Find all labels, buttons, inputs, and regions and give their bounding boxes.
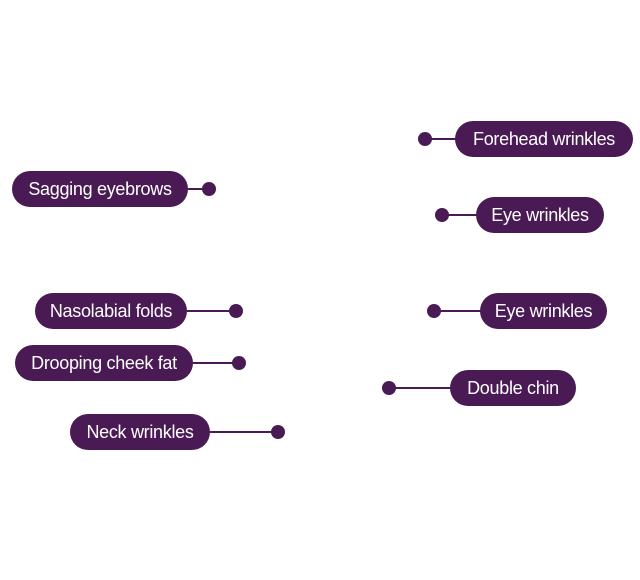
label-nasolabial-folds: Nasolabial folds bbox=[35, 293, 187, 329]
connector-line bbox=[389, 387, 453, 389]
label-double-chin: Double chin bbox=[450, 370, 576, 406]
callout-nasolabial-folds: Nasolabial folds bbox=[35, 293, 245, 329]
callout-sagging-eyebrows: Sagging eyebrows bbox=[12, 171, 218, 207]
callout-eye-wrinkles-lower: Eye wrinkles bbox=[427, 293, 609, 329]
callout-drooping-cheek-fat: Drooping cheek fat bbox=[15, 345, 249, 381]
label-sagging-eyebrows: Sagging eyebrows bbox=[12, 171, 188, 207]
callout-double-chin: Double chin bbox=[382, 370, 578, 406]
callout-neck-wrinkles: Neck wrinkles bbox=[70, 414, 288, 450]
connector-line bbox=[442, 214, 478, 216]
marker-dot bbox=[271, 425, 285, 439]
connector-line bbox=[425, 138, 457, 140]
marker-dot bbox=[229, 304, 243, 318]
connector-line bbox=[193, 362, 237, 364]
callout-forehead-wrinkles: Forehead wrinkles bbox=[418, 121, 634, 157]
connector-line bbox=[187, 310, 235, 312]
marker-dot bbox=[232, 356, 246, 370]
connector-line bbox=[434, 310, 482, 312]
label-eye-wrinkles-upper: Eye wrinkles bbox=[476, 197, 604, 233]
label-forehead-wrinkles: Forehead wrinkles bbox=[455, 121, 633, 157]
connector-line bbox=[188, 188, 208, 190]
marker-dot bbox=[202, 182, 216, 196]
connector-line bbox=[210, 431, 276, 433]
label-drooping-cheek-fat: Drooping cheek fat bbox=[15, 345, 193, 381]
label-eye-wrinkles-lower: Eye wrinkles bbox=[480, 293, 607, 329]
label-neck-wrinkles: Neck wrinkles bbox=[70, 414, 210, 450]
callout-eye-wrinkles-upper: Eye wrinkles bbox=[435, 197, 607, 233]
